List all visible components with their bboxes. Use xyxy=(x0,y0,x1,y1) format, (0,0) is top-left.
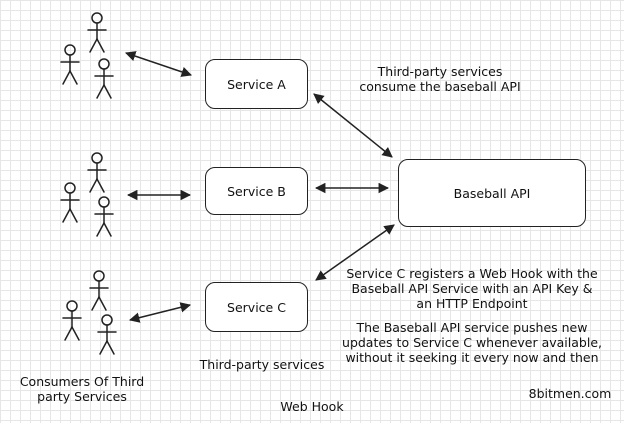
arrow-users-a xyxy=(125,51,192,77)
consumers-label: Consumers Of Third party Services xyxy=(12,374,152,404)
baseball-api-box: Baseball API xyxy=(398,159,586,227)
push-note-line1: The Baseball API service pushes new xyxy=(356,320,588,335)
register-note-line1: Service C registers a Web Hook with the xyxy=(346,266,598,281)
consume-note-line1: Third-party services xyxy=(377,64,503,79)
consume-note: Third-party services consume the basebal… xyxy=(345,64,535,94)
arrow-c-api xyxy=(315,224,395,281)
web-hook-caption: Web Hook xyxy=(280,399,344,414)
service-c-label: Service C xyxy=(227,299,286,315)
service-c-box: Service C xyxy=(205,282,308,332)
consumers-label-line2: party Services xyxy=(37,389,127,404)
user-icon xyxy=(60,44,80,85)
user-icon xyxy=(94,58,114,99)
push-note-line2: updates to Service C whenever available, xyxy=(342,335,602,350)
baseball-api-label: Baseball API xyxy=(453,185,531,201)
user-icon xyxy=(87,152,107,193)
register-note: Service C registers a Web Hook with the … xyxy=(332,266,612,311)
user-icon xyxy=(89,270,109,311)
arrow-users-c xyxy=(128,302,192,323)
service-a-label: Service A xyxy=(227,76,286,92)
user-icon xyxy=(62,300,82,341)
service-b-label: Service B xyxy=(227,183,286,199)
user-icon xyxy=(94,196,114,237)
third-party-label: Third-party services xyxy=(199,357,325,372)
user-icon xyxy=(97,314,117,355)
consumers-label-line1: Consumers Of Third xyxy=(19,374,145,389)
register-note-line2: Baseball API Service with an API Key & xyxy=(351,281,593,296)
arrow-a-api xyxy=(313,93,393,158)
consume-note-line2: consume the baseball API xyxy=(359,79,521,94)
service-a-box: Service A xyxy=(205,59,308,109)
push-note: The Baseball API service pushes new upda… xyxy=(332,320,612,365)
watermark: 8bitmen.com xyxy=(528,386,612,401)
service-b-box: Service B xyxy=(205,167,308,215)
push-note-line3: without it seeking it every now and then xyxy=(345,350,599,365)
user-icon xyxy=(60,182,80,223)
register-note-line3: an HTTP Endpoint xyxy=(416,296,528,311)
user-icon xyxy=(87,12,107,53)
